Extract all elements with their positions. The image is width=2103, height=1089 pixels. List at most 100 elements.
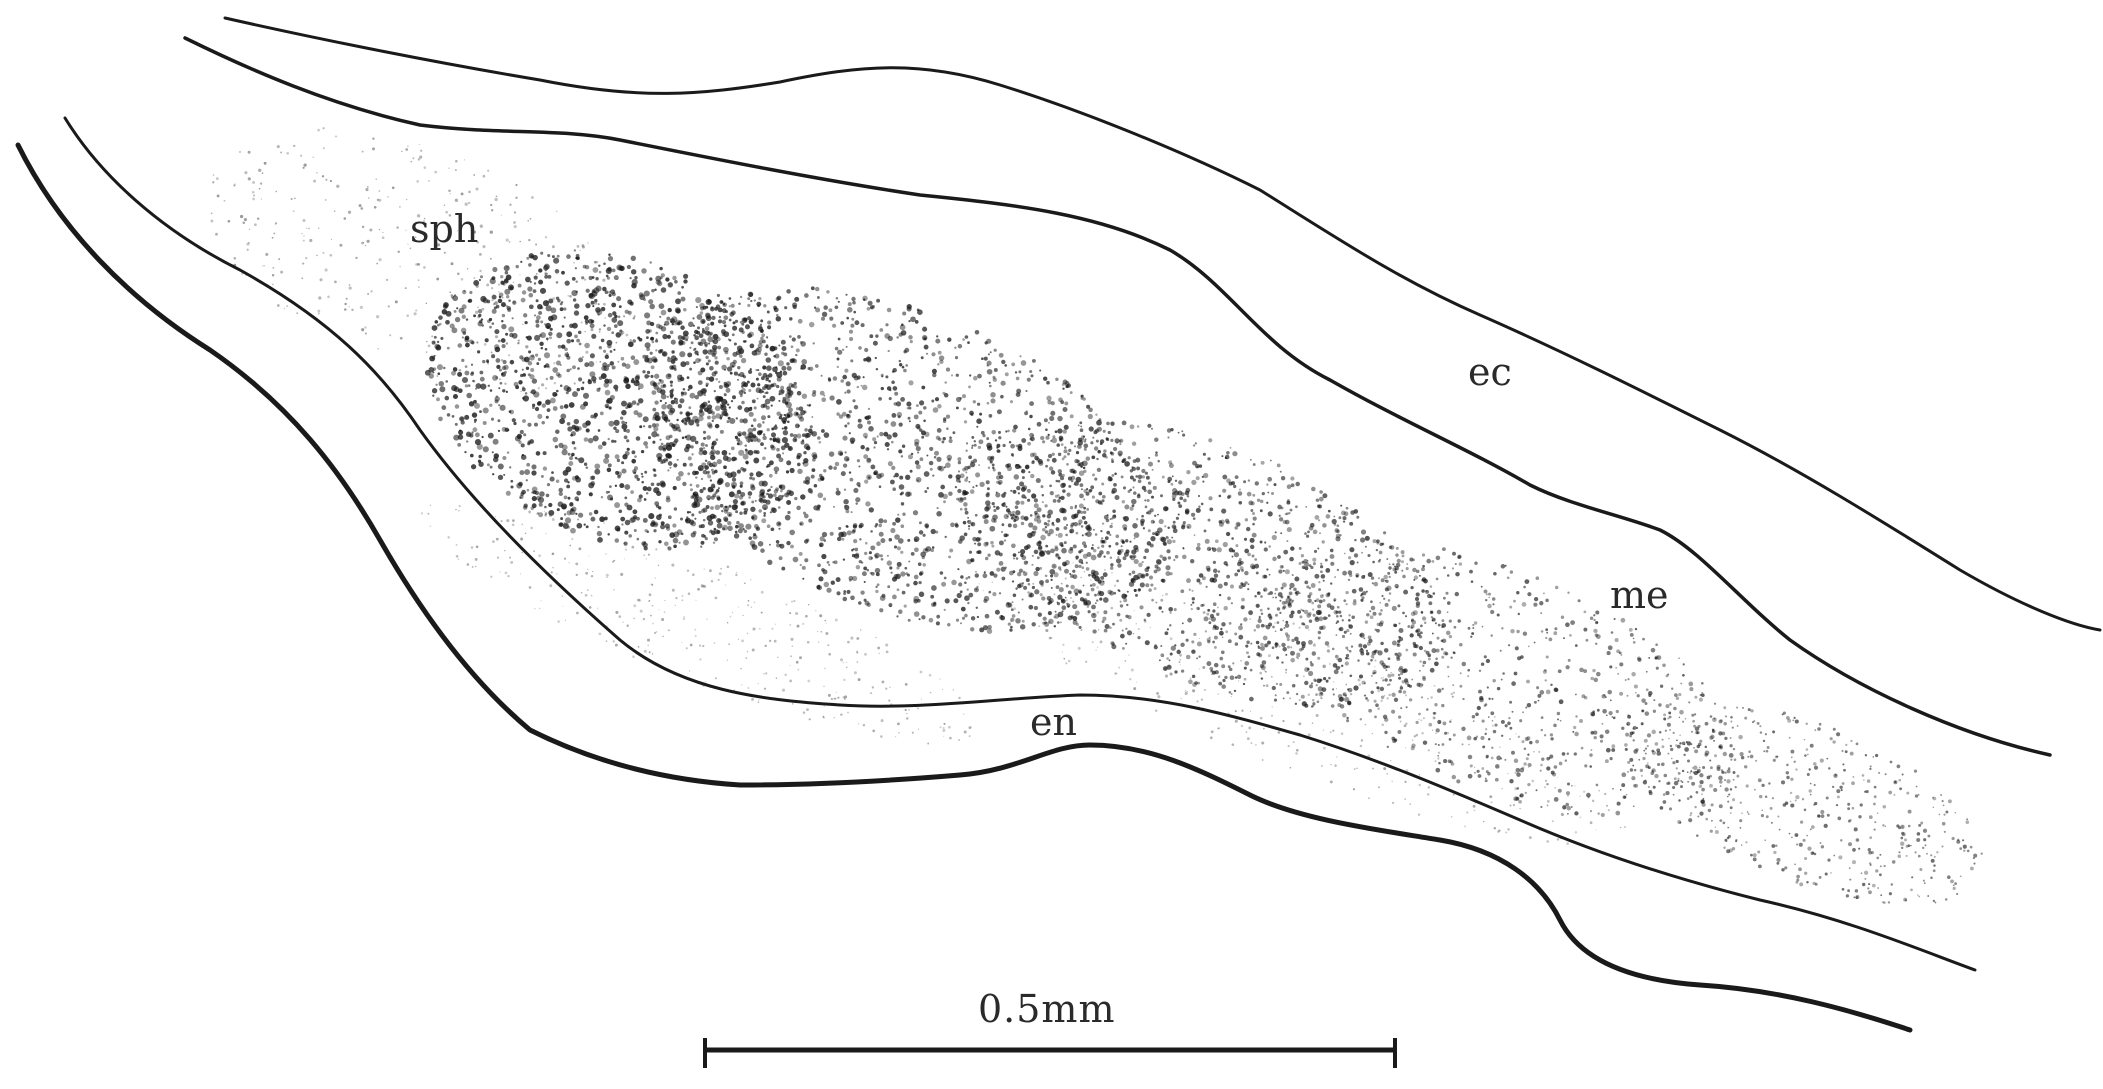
stipple-dot [1153, 486, 1157, 490]
stipple-dot [710, 455, 715, 460]
stipple-dot [761, 518, 766, 523]
stipple-dot [998, 472, 1002, 476]
stipple-dot [663, 458, 668, 463]
stipple-dot [1089, 426, 1094, 431]
stipple-dot [528, 293, 533, 298]
stipple-dot [673, 486, 677, 490]
stipple-dot [901, 323, 904, 326]
stipple-dot [1195, 442, 1197, 444]
stipple-dot [1280, 532, 1282, 534]
stipple-dot [775, 497, 779, 501]
stipple-dot [987, 445, 992, 450]
stipple-dot [1349, 547, 1354, 552]
stipple-dot [701, 524, 705, 528]
stipple-dot [1325, 559, 1328, 562]
stipple-dot [1178, 480, 1182, 484]
stipple-dot [526, 479, 528, 481]
stipple-dot [1701, 694, 1705, 698]
stipple-dot [553, 437, 559, 443]
stipple-dot [1345, 661, 1349, 665]
stipple-dot [846, 381, 851, 386]
stipple-dot [528, 263, 532, 267]
stipple-dot [1193, 444, 1195, 446]
stipple-dot [1174, 608, 1177, 611]
stipple-dot [455, 423, 458, 426]
stipple-dot [592, 305, 594, 307]
stipple-dot [1061, 605, 1066, 610]
stipple-dot [532, 378, 537, 383]
stipple-dot [515, 265, 518, 268]
stipple-dot [760, 319, 763, 322]
stipple-dot [1081, 566, 1084, 569]
stipple-dot [652, 441, 655, 444]
stipple-dot [468, 384, 471, 387]
stipple-dot [921, 356, 924, 359]
stipple-dot [1007, 430, 1010, 433]
stipple-dot [541, 475, 544, 478]
stipple-dot [543, 466, 547, 470]
stipple-dot [1063, 429, 1067, 433]
stipple-dot [1397, 730, 1401, 734]
stipple-dot [770, 346, 776, 352]
stipple-dot [1553, 724, 1557, 728]
stipple-dot [461, 359, 464, 362]
stipple-dot [664, 541, 669, 546]
stipple-dot [707, 404, 712, 409]
stipple-dot [1125, 643, 1127, 645]
stipple-dot [473, 314, 476, 317]
stipple-dot [1258, 619, 1262, 623]
stipple-dot [1287, 527, 1292, 532]
stipple-dot [1484, 589, 1488, 593]
stipple-dot [989, 414, 993, 418]
stipple-dot [651, 482, 655, 486]
stipple-dot [960, 575, 963, 578]
stipple-dot [906, 402, 911, 407]
stipple-dot [564, 513, 566, 515]
stipple-dot [691, 453, 693, 455]
stipple-dot [884, 333, 890, 339]
stipple-dot [694, 501, 696, 503]
stipple-dot [1140, 519, 1145, 524]
stipple-dot [676, 419, 678, 421]
stipple-dot [1388, 566, 1391, 569]
stipple-dot [560, 307, 564, 311]
stipple-dot [1024, 545, 1029, 550]
stipple-dot [1032, 525, 1037, 530]
stipple-dot [1279, 612, 1281, 614]
stipple-dot [1062, 383, 1065, 386]
stipple-dot [1021, 555, 1026, 560]
stipple-dot [578, 513, 583, 518]
stipple-dot [1036, 478, 1041, 483]
stipple-dot [863, 358, 867, 362]
stipple-dot [1432, 633, 1434, 635]
stipple-dot [1080, 425, 1082, 427]
stipple-dot [601, 373, 607, 379]
stipple-dot [1021, 360, 1027, 366]
stipple-dot [1148, 529, 1151, 532]
stipple-dot [1041, 584, 1044, 587]
stipple-dot [1345, 657, 1348, 660]
stipple-dot [1106, 531, 1110, 535]
stipple-dot [860, 385, 862, 387]
stipple-dot [1426, 559, 1431, 564]
stipple-dot [1571, 785, 1573, 787]
stipple-dot [550, 328, 553, 331]
stipple-dot [1315, 616, 1319, 620]
stipple-dot [594, 463, 600, 469]
stipple-dot [1311, 487, 1316, 492]
stipple-dot [1066, 386, 1069, 389]
stipple-dot [608, 491, 610, 493]
stipple-dot [914, 611, 920, 617]
stipple-dot [1488, 593, 1491, 596]
stipple-dot [789, 447, 792, 450]
stipple-dot [1557, 712, 1561, 716]
stipple-dot [1541, 729, 1543, 731]
stipple-dot [603, 263, 606, 266]
stipple-dot [1266, 484, 1268, 486]
stipple-dot [851, 318, 854, 321]
stipple-dot [1125, 628, 1127, 630]
stipple-dot [653, 487, 659, 493]
stipple-dot [1477, 706, 1481, 710]
stipple-dot [1319, 532, 1321, 534]
stipple-dot [1079, 504, 1084, 509]
